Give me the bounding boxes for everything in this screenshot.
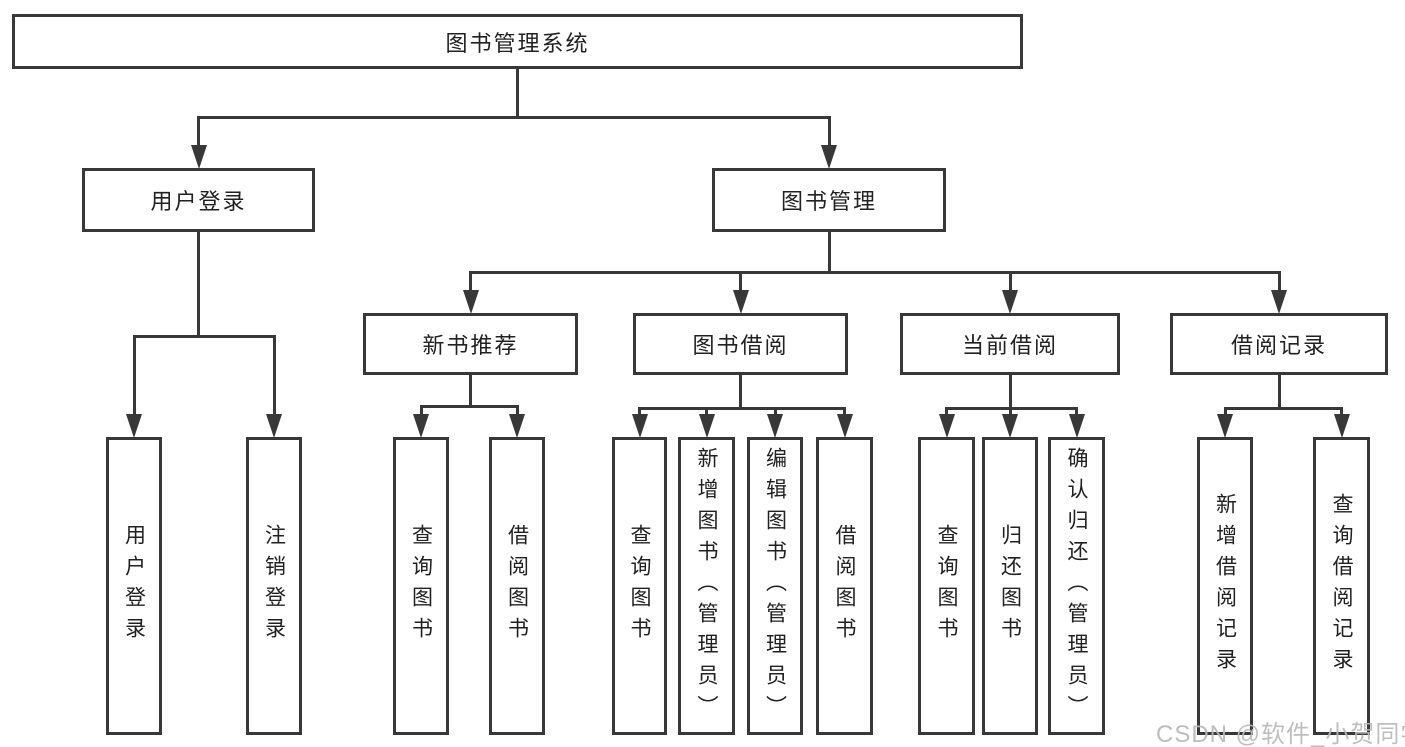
arrow-down-icon (126, 414, 142, 438)
connector-line (1223, 408, 1227, 419)
connector-line (197, 115, 831, 119)
arrow-down-icon (767, 414, 783, 438)
connector-line (1277, 272, 1281, 295)
node-label: 新增借阅记录 (1213, 493, 1237, 679)
node-current-return-books: 归还图书 (982, 437, 1038, 735)
node-label: 图书管理 (780, 189, 877, 214)
node-current-confirm-return-admin: 确认归还（管理员） (1048, 437, 1105, 735)
node-user-login-leaf: 用户登录 (106, 437, 162, 735)
node-label: 查询图书 (409, 524, 433, 648)
connector-line (827, 117, 831, 150)
node-borrowing-records: 借阅记录 (1170, 313, 1388, 375)
connector-line (1340, 408, 1343, 419)
connector-line (515, 406, 519, 419)
connector-line (516, 69, 519, 117)
connector-line (469, 375, 472, 406)
node-recommend-borrow-books: 借阅图书 (489, 437, 545, 735)
node-label: 确认归还（管理员） (1065, 446, 1088, 726)
node-label: 查询图书 (628, 524, 651, 648)
connector-line (638, 406, 846, 410)
arrow-down-icon (1068, 414, 1085, 438)
connector-line (469, 272, 472, 295)
node-label: 图书管理系统 (445, 30, 590, 56)
node-label: 查询借阅记录 (1330, 493, 1353, 679)
arrow-down-icon (1002, 414, 1018, 438)
connector-line (945, 406, 1078, 410)
arrow-down-icon (190, 145, 207, 169)
connector-line (739, 272, 742, 295)
arrow-down-icon (413, 414, 429, 438)
connector-line (1008, 375, 1012, 408)
arrow-down-icon (1002, 290, 1018, 314)
arrow-down-icon (462, 290, 479, 314)
node-records-add-borrow-record: 新增借阅记录 (1197, 437, 1253, 735)
node-book-borrowing: 图书借阅 (633, 313, 848, 375)
node-label: 新书推荐 (422, 333, 519, 358)
connector-line (1277, 375, 1281, 408)
connector-line (638, 408, 641, 419)
arrow-down-icon (631, 414, 648, 438)
connector-line (1008, 408, 1012, 419)
node-label: 图书借阅 (692, 333, 789, 358)
node-book-management: 图书管理 (712, 168, 946, 232)
node-current-borrowing: 当前借阅 (900, 313, 1120, 375)
connector-line (419, 406, 423, 419)
connector-line (197, 232, 200, 336)
node-user-login: 用户登录 (82, 168, 315, 232)
node-borrowing-add-books-admin: 新增图书（管理员） (678, 437, 735, 735)
arrow-down-icon (1217, 414, 1233, 438)
connector-line (1223, 406, 1343, 410)
arrow-down-icon (938, 414, 955, 438)
arrow-down-icon (509, 414, 525, 438)
node-logout: 注销登录 (246, 437, 302, 735)
node-borrowing-borrow-books: 借阅图书 (816, 437, 873, 735)
node-current-query-books: 查询图书 (918, 437, 975, 735)
connector-line (827, 232, 831, 272)
connector-line (705, 408, 708, 419)
arrow-down-icon (732, 290, 749, 314)
node-recommend-query-books: 查询图书 (393, 437, 449, 735)
connector-line (1008, 272, 1012, 295)
node-label: 借阅图书 (833, 524, 856, 648)
connector-line (843, 408, 846, 419)
connector-line (272, 336, 276, 419)
node-records-query-borrow-record: 查询借阅记录 (1313, 437, 1370, 735)
connector-line (132, 334, 276, 338)
connector-line (773, 408, 777, 419)
node-borrowing-edit-books-admin: 编辑图书（管理员） (747, 437, 803, 735)
node-label: 借阅记录 (1230, 333, 1327, 358)
connector-line (739, 375, 742, 408)
node-label: 当前借阅 (961, 333, 1058, 358)
arrow-down-icon (1333, 414, 1350, 438)
arrow-down-icon (1271, 290, 1287, 314)
node-label: 新增图书（管理员） (695, 446, 718, 726)
node-borrowing-query-books: 查询图书 (612, 437, 667, 735)
connector-line (197, 117, 200, 150)
node-label: 编辑图书（管理员） (763, 446, 787, 726)
csdn-watermark: CSDN @软件_小贺同学 (1156, 721, 1405, 747)
node-library-management-system: 图书管理系统 (12, 14, 1023, 69)
node-label: 用户登录 (150, 189, 247, 214)
node-label: 借阅图书 (505, 524, 529, 648)
node-label: 注销登录 (262, 524, 286, 648)
connector-line (945, 408, 948, 419)
node-label: 归还图书 (998, 524, 1022, 648)
arrow-down-icon (266, 414, 282, 438)
connector-line (419, 404, 519, 408)
arrow-down-icon (836, 414, 853, 438)
connector-line (1075, 408, 1078, 419)
arrow-down-icon (821, 145, 837, 169)
connector-line (132, 336, 136, 419)
node-label: 查询图书 (935, 524, 958, 648)
arrow-down-icon (698, 414, 715, 438)
connector-line (469, 270, 1281, 274)
node-new-book-recommendation: 新书推荐 (363, 313, 578, 375)
node-label: 用户登录 (122, 524, 146, 648)
